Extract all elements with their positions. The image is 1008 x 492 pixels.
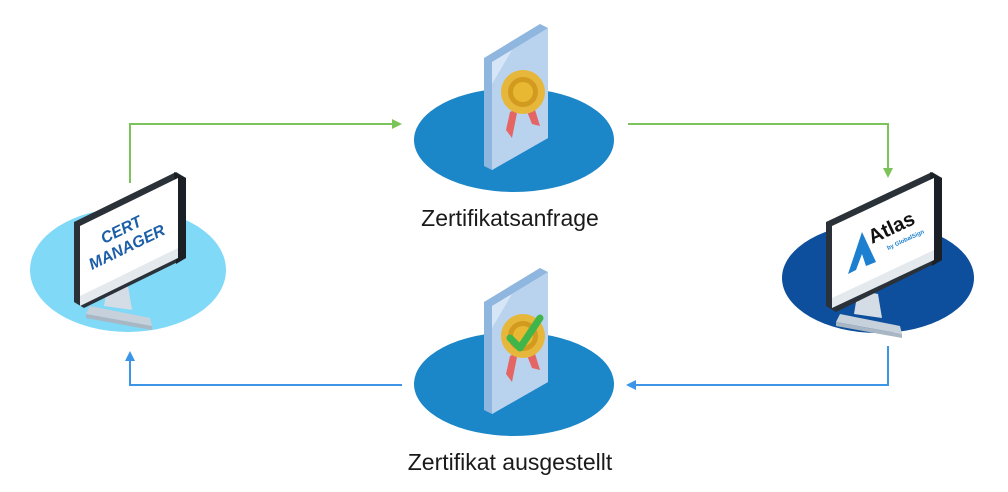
atlas-node: Atlas by GlobalSign bbox=[782, 172, 974, 338]
request-arrow-to-atlas bbox=[628, 123, 893, 178]
atlas-logo-icon bbox=[848, 232, 876, 274]
certificate-checkmark-icon bbox=[484, 268, 548, 414]
request-label: Zertifikatsanfrage bbox=[421, 205, 599, 231]
issued-arrow-to-cert-manager bbox=[125, 351, 402, 386]
issued-arrow-to-center bbox=[626, 346, 889, 390]
request-arrow-to-center bbox=[129, 119, 402, 183]
request-node: Zertifikatsanfrage bbox=[414, 24, 614, 231]
issued-label: Zertifikat ausgestellt bbox=[408, 449, 613, 475]
cert-manager-monitor-icon: CERT MANAGER bbox=[74, 172, 186, 330]
issued-node: Zertifikat ausgestellt bbox=[408, 268, 614, 475]
certificate-seal-icon bbox=[484, 24, 548, 170]
atlas-monitor-icon: Atlas by GlobalSign bbox=[826, 172, 942, 338]
cert-manager-node: CERT MANAGER bbox=[30, 172, 226, 332]
checkmark-icon bbox=[506, 314, 544, 352]
